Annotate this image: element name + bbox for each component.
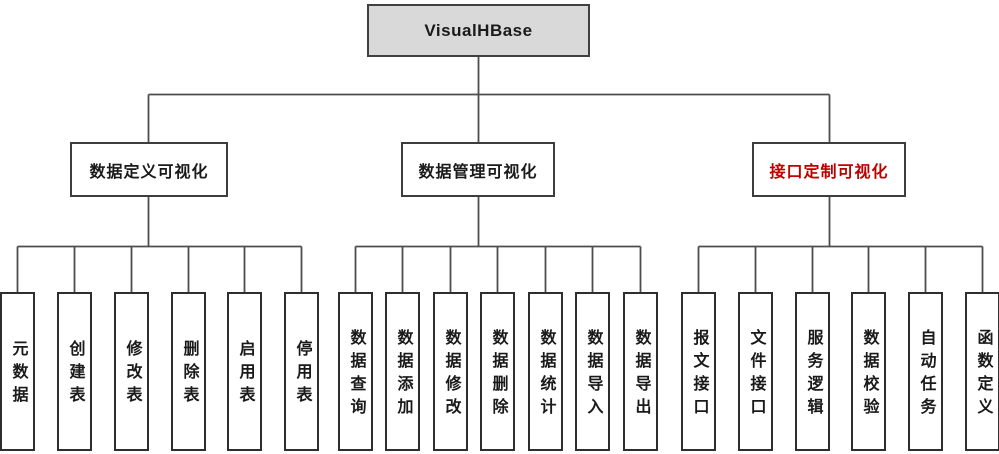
node-group-data-definition: 数据定义可视化 [70,142,228,197]
node-leaf-data-add: 数据添加 [385,292,420,451]
node-leaf-delete-table: 删除表 [171,292,206,451]
node-group-data-management: 数据管理可视化 [401,142,555,197]
node-leaf-message-interface: 报文接口 [681,292,716,451]
node-leaf-data-validation: 数据校验 [851,292,886,451]
node-leaf-create-table: 创建表 [57,292,92,451]
node-leaf-data-modify: 数据修改 [433,292,468,451]
node-group-interface-customization: 接口定制可视化 [752,142,906,197]
node-leaf-modify-table: 修改表 [114,292,149,451]
node-leaf-service-logic: 服务逻辑 [795,292,830,451]
node-root: VisualHBase [367,4,590,57]
node-leaf-function-definition: 函数定义 [965,292,999,451]
node-leaf-data-query: 数据查询 [338,292,373,451]
node-leaf-data-export: 数据导出 [623,292,658,451]
node-leaf-enable-table: 启用表 [227,292,262,451]
node-leaf-metadata: 元数据 [0,292,35,451]
node-leaf-file-interface: 文件接口 [738,292,773,451]
node-leaf-data-stats: 数据统计 [528,292,563,451]
node-leaf-data-import: 数据导入 [575,292,610,451]
node-leaf-data-delete: 数据删除 [480,292,515,451]
node-leaf-disable-table: 停用表 [284,292,319,451]
node-leaf-auto-task: 自动任务 [908,292,943,451]
